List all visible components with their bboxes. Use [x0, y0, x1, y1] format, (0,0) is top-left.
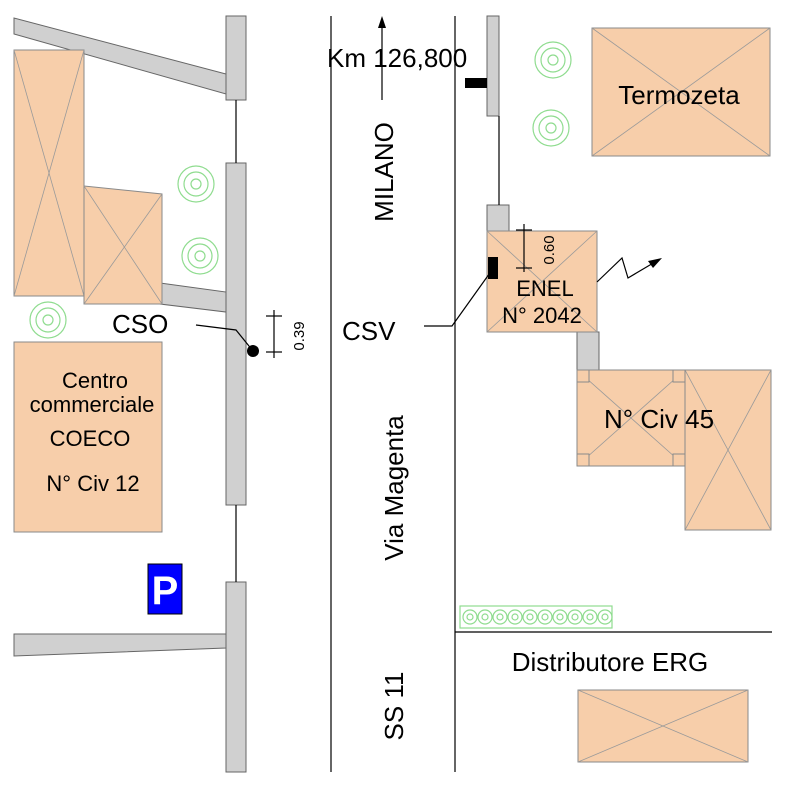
coeco-label-line4: N° Civ 12: [46, 471, 139, 496]
civ45-label: N° Civ 45: [604, 404, 714, 434]
sidewalk-east-3: [576, 331, 600, 371]
enel-label-line2: N° 2042: [502, 303, 582, 328]
sidewalks: [13, 15, 600, 773]
building-coeco: [13, 341, 163, 533]
building-top-left: [13, 49, 85, 297]
termozeta-label: Termozeta: [618, 80, 740, 110]
sidewalk-west-1: [225, 15, 247, 101]
coeco-label-line1: Centro: [62, 368, 128, 393]
building-mid-left: [83, 185, 163, 305]
km-label: Km 126,800: [327, 43, 467, 73]
tree-icon: [177, 165, 215, 203]
milano-label: MILANO: [369, 122, 399, 222]
tree-icon: [532, 109, 570, 147]
building-termozeta: [591, 27, 771, 157]
hedge: [459, 605, 613, 629]
cso-leader: [195, 324, 254, 352]
power-line-arrow-icon: [596, 256, 662, 283]
curb-lines: [235, 100, 500, 582]
road-lower-left: [13, 633, 227, 657]
enel-label-line1: ENEL: [516, 276, 573, 301]
connector-coeco: [159, 282, 227, 313]
via-magenta-label: Via Magenta: [379, 415, 409, 561]
tree-icon: [181, 237, 219, 275]
parking-label: P: [152, 569, 179, 613]
sidewalk-west-3: [225, 581, 247, 773]
sidewalk-east-1: [486, 15, 500, 117]
csv-leader: [424, 269, 493, 327]
coeco-label-line3: COECO: [50, 426, 131, 451]
km-arrow-icon: [378, 16, 386, 100]
parking-icon: P: [147, 563, 183, 615]
sidewalk-west-2: [225, 162, 247, 506]
dimension-060-label: 0.60: [541, 235, 558, 264]
dimension-039: [266, 310, 282, 358]
km-marker: [465, 78, 487, 88]
distributore-label: Distributore ERG: [512, 647, 709, 677]
tree-icon: [534, 41, 572, 79]
tree-icon: [29, 301, 67, 339]
coeco-label-line2: commerciale: [30, 392, 155, 417]
cso-label: CSO: [112, 309, 168, 339]
ss11-label: SS 11: [379, 672, 409, 741]
csv-label: CSV: [342, 316, 396, 346]
dimension-039-label: 0.39: [291, 321, 308, 350]
building-civ45: [576, 369, 772, 531]
csv-marker: [488, 257, 498, 279]
sidewalk-east-2: [486, 204, 510, 232]
building-erg: [577, 689, 749, 763]
dimension-060: [516, 224, 532, 272]
